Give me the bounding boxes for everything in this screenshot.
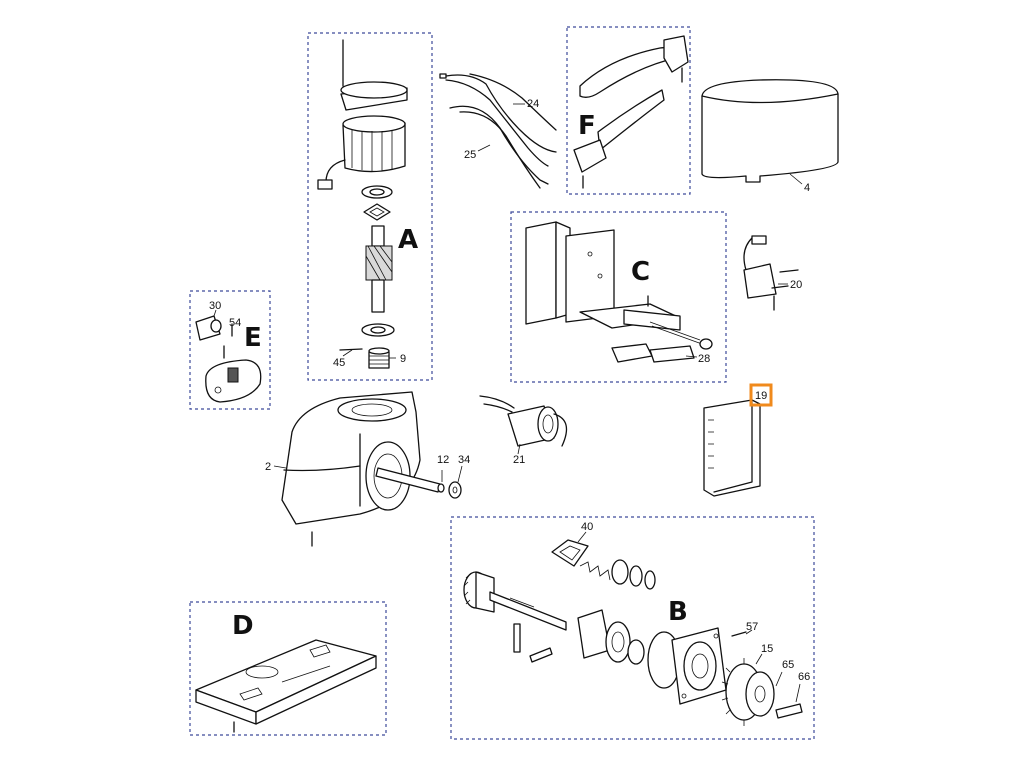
key-lock: [195, 309, 262, 403]
part-label-24: 24: [527, 98, 539, 110]
release-lever: [573, 35, 689, 189]
part-label-20: 20: [790, 279, 802, 291]
gearbox-housing: [273, 391, 421, 547]
part-label-45: 45: [333, 357, 345, 369]
group-box-b: [450, 516, 815, 740]
group-label-f: F: [578, 111, 596, 141]
group-box-e: [189, 290, 271, 410]
part-highlight-19: [749, 383, 773, 407]
part-label-4: 4: [804, 182, 810, 194]
part-label-9: 9: [400, 353, 406, 365]
group-box-f: [566, 26, 691, 195]
output-shaft: [375, 465, 463, 499]
group-box-a: [307, 32, 433, 381]
part-label-15: 15: [761, 643, 773, 655]
part-label-65: 65: [782, 659, 794, 671]
group-label-d: D: [232, 611, 254, 641]
part-label-30: 30: [209, 300, 221, 312]
part-label-66: 66: [798, 671, 810, 683]
capacitor: [479, 395, 568, 455]
wiring-harness: [439, 73, 557, 189]
gear-train: [463, 531, 803, 726]
group-label-b: B: [668, 597, 688, 627]
part-label-25: 25: [464, 149, 476, 161]
part-label-54: 54: [229, 317, 241, 329]
limit-switch: [743, 235, 799, 311]
part-label-19: 19: [755, 390, 767, 402]
group-label-e: E: [244, 323, 262, 353]
motor-assembly: [317, 39, 408, 369]
part-label-57: 57: [746, 621, 758, 633]
part-label-2: 2: [265, 461, 271, 473]
group-label-a: A: [398, 225, 418, 255]
group-box-d: [189, 601, 387, 736]
group-label-c: C: [631, 257, 650, 287]
part-label-40: 40: [581, 521, 593, 533]
control-bracket: [525, 221, 713, 363]
part-label-21: 21: [513, 454, 525, 466]
control-board: [703, 399, 761, 497]
part-label-34: 34: [458, 454, 470, 466]
motor-cover: [701, 79, 839, 185]
base-plate: [195, 639, 377, 733]
group-box-c: [510, 211, 727, 383]
part-label-28: 28: [698, 353, 710, 365]
part-label-12: 12: [437, 454, 449, 466]
